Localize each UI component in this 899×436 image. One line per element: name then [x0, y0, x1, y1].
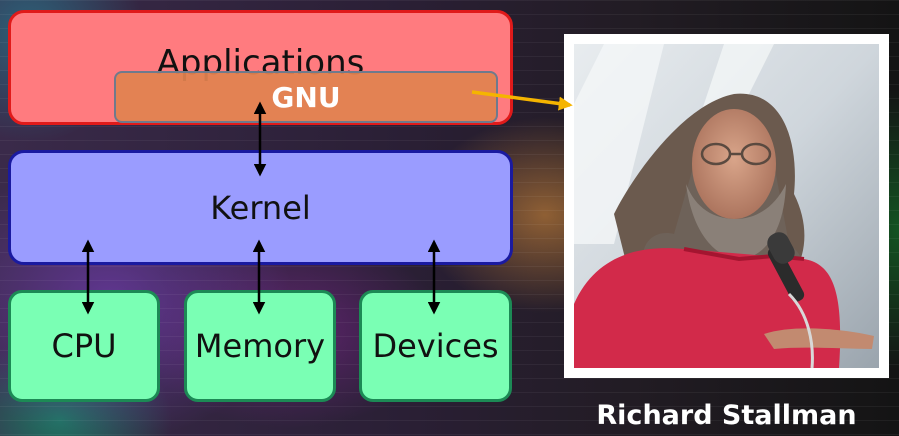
arrow-gnu-photo — [472, 92, 570, 105]
